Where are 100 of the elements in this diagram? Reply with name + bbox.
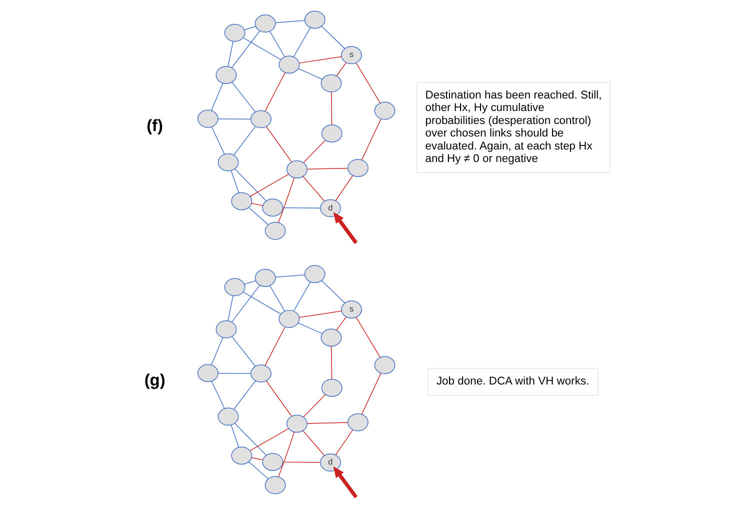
connector [278,178,295,223]
connector [234,168,266,202]
connector [336,316,347,331]
connector [244,26,256,30]
node-circle [254,268,276,287]
node-circle [320,74,342,92]
connector [298,68,323,80]
connector [266,380,292,417]
connector [234,422,266,456]
connector [211,126,225,155]
arrow [333,466,358,498]
node-circle [347,413,368,432]
node-circle [250,364,272,382]
node-circle [218,153,239,172]
connector [303,140,326,164]
label: (g) [144,371,166,390]
connector [218,372,252,374]
connector [251,202,264,206]
node-circle [254,14,276,33]
node-circle [304,10,326,29]
node-circle [224,278,246,296]
connector [335,430,354,456]
node-circle [286,414,308,433]
node-circle [224,24,246,42]
connector [282,462,321,463]
connector [302,430,325,456]
connector [266,126,292,162]
node-circle [216,66,237,84]
node-circle [304,265,326,284]
connector [275,274,305,278]
connector [233,126,256,156]
node-circle [321,124,342,142]
connector [282,207,321,208]
connector [336,62,347,76]
connector [231,30,260,68]
arrow [333,212,358,244]
connector [298,322,323,334]
node-circle [197,364,218,382]
node-circle [374,102,396,120]
connector [306,422,348,424]
connector [331,92,332,126]
connector [331,346,332,380]
connector [211,380,225,409]
connector [228,295,234,322]
connector [293,27,311,57]
connector [210,82,224,111]
connector [242,292,281,314]
connector [269,30,285,57]
connector [210,337,224,366]
connector [269,285,285,312]
connector [248,461,269,480]
connector [321,26,345,49]
node-circle [216,320,237,338]
connector [361,118,382,160]
connector [242,37,281,60]
connector [302,176,325,202]
node-box: Job done. DCA with VH works. [428,368,598,396]
connector [230,170,240,194]
connector [275,20,305,24]
connector [303,394,326,418]
connector [293,282,311,312]
connector [298,310,342,318]
node-box: Destination has been reached. Still, other Hx, Hy cumulative probabilities (desperation control) over chosen links should be evaluated. Again, at each step Hx and Hy ≠ 0 or negative [416,82,610,173]
node-circle [197,110,218,128]
connector [278,432,295,478]
node-circle [374,356,396,374]
connector [250,428,289,452]
node-circle [262,452,284,471]
connector [231,284,260,322]
node-ellipse: d [320,199,341,218]
connector [218,118,252,120]
connector [298,56,342,64]
node-circle [278,310,300,328]
node-circle [278,56,300,74]
node-ellipse: d [320,454,341,472]
connector [228,40,234,67]
node-circle [231,192,252,210]
node-circle [231,446,252,465]
node-circle [320,328,342,347]
label: (f) [146,117,164,136]
node-circle [250,110,272,128]
node-circle [264,222,286,240]
node-ellipse: s [341,46,362,64]
node-circle [218,408,239,426]
connector [244,280,256,285]
node-circle [321,378,342,397]
node-circle [286,160,308,178]
node-circle [347,159,368,177]
connector [356,62,381,104]
connector [335,175,354,202]
connector [264,326,286,366]
connector [251,457,264,460]
connector [306,168,348,170]
connector [233,380,256,410]
connector [361,372,382,414]
connector [230,424,240,448]
connector [250,174,289,197]
node-circle [264,476,286,494]
connector [356,316,381,358]
connector [321,280,345,304]
